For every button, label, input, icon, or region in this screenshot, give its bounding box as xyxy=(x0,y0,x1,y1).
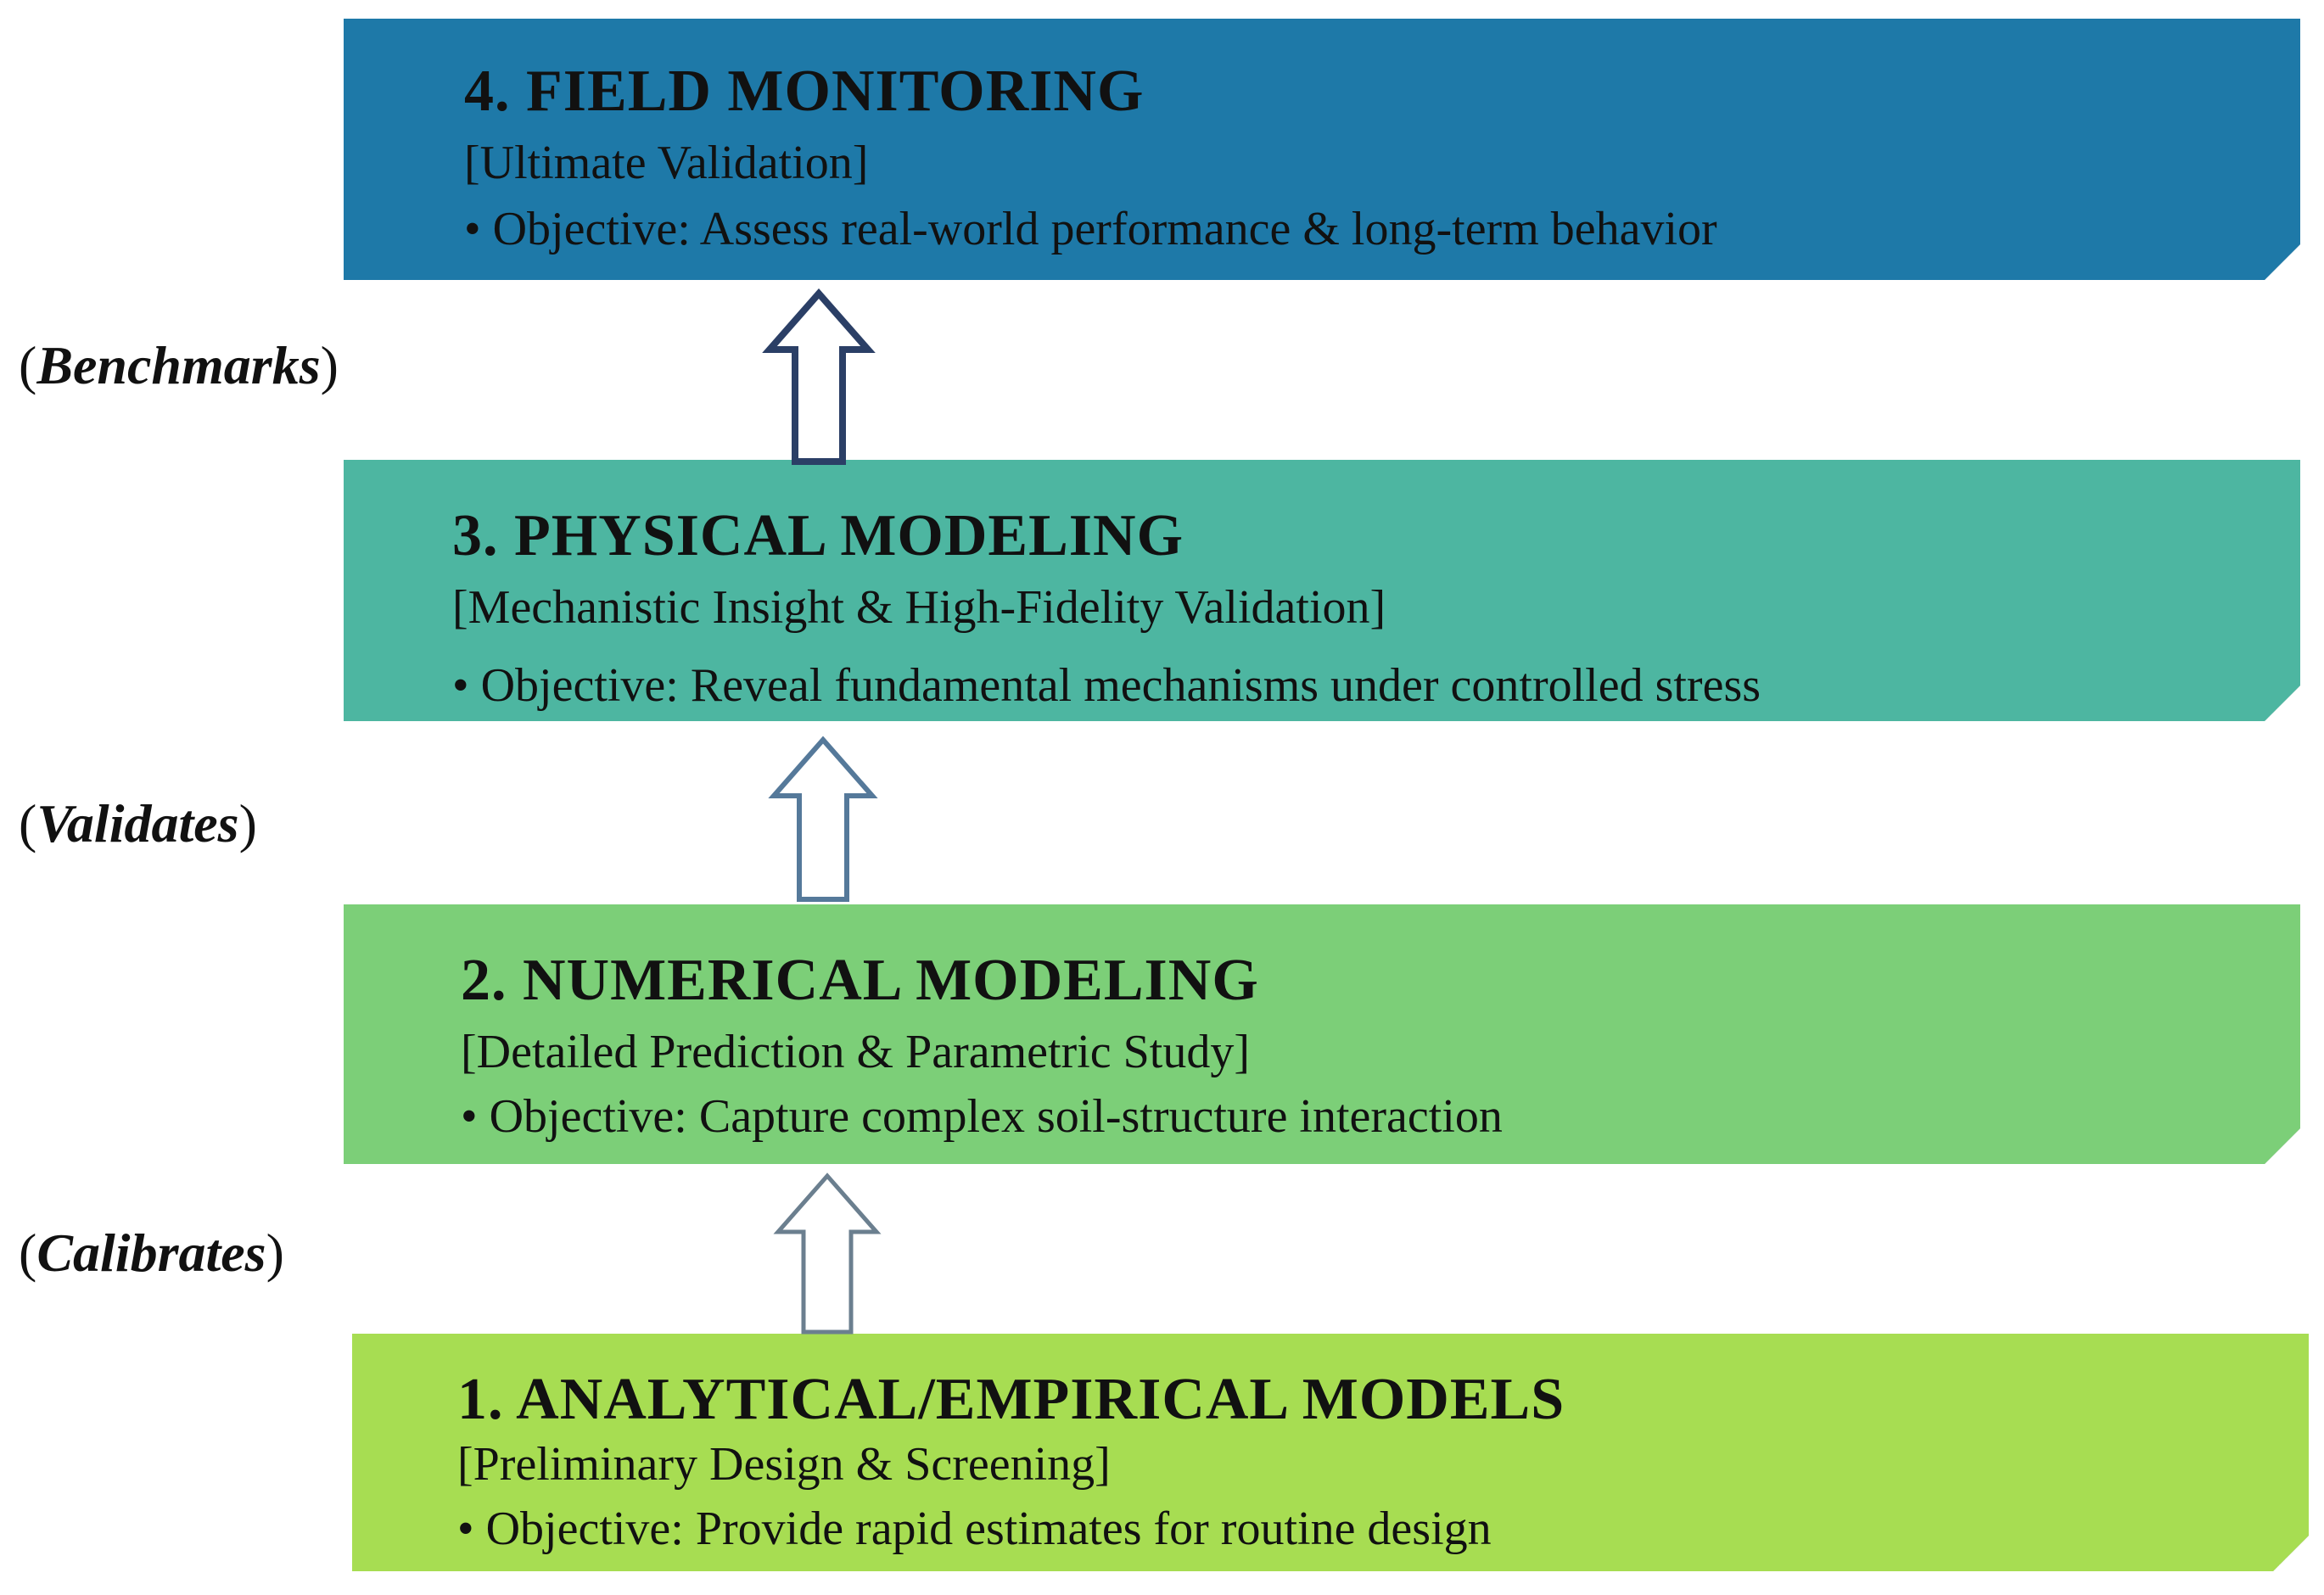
stage-title: 2. NUMERICAL MODELING xyxy=(461,948,1259,1013)
stage-objective: • Objective: Assess real-world performan… xyxy=(464,203,1717,255)
stage-objective: • Objective: Capture complex soil-struct… xyxy=(461,1090,1503,1143)
stage-title: 3. PHYSICAL MODELING xyxy=(452,503,1184,568)
relation-label-validates: (Validates) xyxy=(19,793,257,853)
page-fold-corner xyxy=(2265,244,2300,280)
stage-subtitle: [Preliminary Design & Screening] xyxy=(457,1438,1111,1491)
up-arrow-icon xyxy=(762,288,876,465)
stage-physical-modeling: 3. PHYSICAL MODELING [Mechanistic Insigh… xyxy=(344,460,2300,721)
page-fold-corner xyxy=(2273,1536,2309,1571)
stage-objective: • Objective: Reveal fundamental mechanis… xyxy=(452,659,1761,712)
stage-title: 4. FIELD MONITORING xyxy=(464,59,1145,124)
up-arrow-icon xyxy=(768,736,878,902)
stage-subtitle: [Mechanistic Insight & High-Fidelity Val… xyxy=(452,581,1386,634)
page-fold-corner xyxy=(2265,1128,2300,1164)
stage-analytical-models: 1. ANALYTICAL/EMPIRICAL MODELS [Prelimin… xyxy=(352,1334,2309,1571)
stage-numerical-modeling: 2. NUMERICAL MODELING [Detailed Predicti… xyxy=(344,904,2300,1164)
page-fold-corner xyxy=(2265,686,2300,721)
stage-subtitle: [Detailed Prediction & Parametric Study] xyxy=(461,1026,1250,1078)
stage-field-monitoring: 4. FIELD MONITORING [Ultimate Validation… xyxy=(344,19,2300,280)
stage-objective: • Objective: Provide rapid estimates for… xyxy=(457,1503,1492,1555)
stage-subtitle: [Ultimate Validation] xyxy=(464,137,869,189)
relation-label-calibrates: (Calibrates) xyxy=(19,1223,284,1283)
relation-label-benchmarks: (Benchmarks) xyxy=(19,335,339,395)
up-arrow-icon xyxy=(773,1172,882,1335)
stage-title: 1. ANALYTICAL/EMPIRICAL MODELS xyxy=(457,1367,1565,1432)
